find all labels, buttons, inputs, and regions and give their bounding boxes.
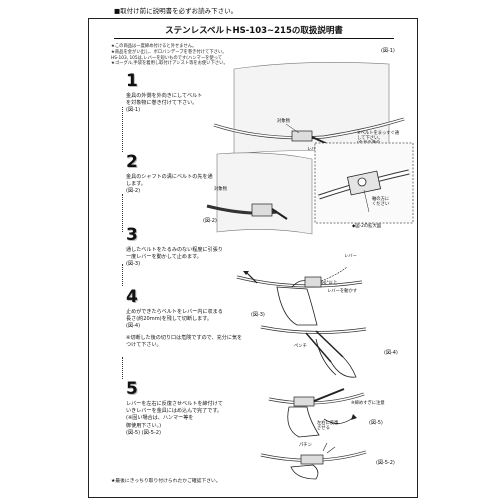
figure-1-label: (図-1) <box>381 48 395 54</box>
step-4-text: 止めができたらベルトをレバー内に収まる 長さ(約20mm)を残して切断します。 … <box>126 309 242 349</box>
fig3-note: レバーを動かす <box>327 289 358 294</box>
note-line: ★この商品は一度締め付けると外せません。 <box>111 44 197 49</box>
fig2-zoom-caption: ◆図-2の拡大図 <box>352 224 382 229</box>
text-line: 金具の外側を外向きにしてベルト <box>126 93 203 99</box>
text-line: (図-1) <box>126 107 141 114</box>
text-line: 長さ(約20mm)を残して切断します。 <box>126 316 212 323</box>
text-line: (図-3) <box>126 261 141 268</box>
text-line: レバーを左右に反復させベルトを締付けて <box>126 401 223 407</box>
text-line: (図-2) <box>126 188 141 195</box>
text-line: 御使用下さい。) <box>126 422 162 429</box>
text-line: させる <box>317 426 330 431</box>
fig2-object-label: 対象物 <box>214 187 227 192</box>
text-line: して下さい。 <box>357 136 383 141</box>
document-title: ステンレスベルトHS-103~215の取扱説明書 <box>114 25 394 39</box>
step-number-4: 4 <box>126 287 138 307</box>
top-note: ■取付け前に説明書を必ずお読み下さい。 <box>114 7 238 15</box>
figure-4-label: (図-4) <box>384 350 398 356</box>
text-line: つけて下さい。 <box>126 341 162 348</box>
text-line: を対象物に巻き付けて下さい。 <box>126 100 198 107</box>
text-line: (図-4) <box>126 323 141 330</box>
text-line: 止めができたらベルトをレバー内に収まる <box>126 309 223 315</box>
text-line: 金具のシャフトの溝にベルトの先を通 <box>126 174 213 180</box>
figure-3-label: (図-3) <box>251 312 265 318</box>
figure-5-2-label: (図-5-2) <box>376 460 395 466</box>
note-line: ★ゴーグル,手袋を着用し取付けアシスト等をお使い下さい。 <box>111 61 228 67</box>
figure-5-illustration <box>268 388 365 438</box>
step-3-text: 通したベルトをたるみのない程度に引張り 一度レバーを動かして止めます。 (図-3… <box>126 247 223 269</box>
figure-2-label: (図-2) <box>203 218 217 224</box>
fig5-snap-label: パチン <box>299 443 312 448</box>
step-number-3: 3 <box>126 225 138 245</box>
text-line: ください <box>372 202 390 207</box>
step-number-5: 5 <box>126 379 138 399</box>
figure-5-label: (図-5) <box>369 420 383 426</box>
step-connector <box>122 264 123 286</box>
figure-2-illustration <box>206 152 313 235</box>
text-line: します。 <box>126 181 146 188</box>
step-number-1: 1 <box>126 71 138 91</box>
text-line: 一度レバーを動かして止めます。 <box>126 254 202 261</box>
fig3-angle-label: 90°以上 <box>321 281 338 286</box>
step-2-text: 金具のシャフトの溝にベルトの先を通 します。 (図-2) <box>126 174 213 196</box>
fig1-lever-label: レバー <box>307 147 320 152</box>
text-line: ※ベルトをまっすぐ通 <box>357 131 400 136</box>
note-line: ★商品を金がい出し、ボロバンデーブを巻き付けて下さい。 <box>111 49 227 55</box>
step-connector <box>122 194 123 232</box>
step-connector <box>122 107 123 152</box>
fig3-lever-label: レバー <box>344 254 357 259</box>
fig4-pliers-label: ペンチ <box>294 344 307 349</box>
fig5-lr-label: 左右に反復 させる <box>317 421 338 431</box>
figure-2-zoom-illustration <box>314 142 414 224</box>
step-5-text: レバーを左右に反復させベルトを締付けて いきレバーを金具にはめ込んで完了です。 … <box>126 401 223 437</box>
text-line: (※固い場合は、ハンマー等を <box>126 415 194 422</box>
figure-5-2-illustration <box>260 442 367 480</box>
fig5-warning: ※締めすぎに注意 <box>351 401 385 406</box>
figure-3-illustration <box>236 266 363 326</box>
text-line: (図-5) (図-5-2) <box>126 429 161 436</box>
step-1-text: 金具の外側を外向きにしてベルト を対象物に巻き付けて下さい。 (図-1) <box>126 93 202 115</box>
bottom-note: ★最後にきっちり取り付けられたかご確認下さい。 <box>111 479 221 484</box>
figure-4-illustration <box>260 325 367 378</box>
step-number-2: 2 <box>126 152 138 172</box>
note-line: HS-103, 105は,レバーを短いものです(ハンマーを使って <box>111 55 223 61</box>
figure-1-illustration <box>213 62 405 155</box>
notes-block: ★この商品は一度締め付けると外せません。 ★商品を金がい出し、ボロバンデーブを巻… <box>111 44 321 67</box>
text-line: ※切断した後の切り口は危険ですので、充分に気を <box>126 334 243 341</box>
text-line: いきレバーを金具にはめ込んで完了です。 <box>126 408 223 415</box>
step-connector <box>122 357 123 379</box>
fig1-object-label: 対象物 <box>277 119 290 124</box>
instruction-sheet: ステンレスベルトHS-103~215の取扱説明書 ★この商品は一度締め付けると外… <box>88 18 418 498</box>
text-line: 軸の方に <box>372 197 390 202</box>
text-line: 左右に反復 <box>317 421 339 426</box>
text-line: 通したベルトをたるみのない程度に引張り <box>126 247 223 253</box>
fig2-shaft-label: 軸の方に ください <box>372 197 389 207</box>
